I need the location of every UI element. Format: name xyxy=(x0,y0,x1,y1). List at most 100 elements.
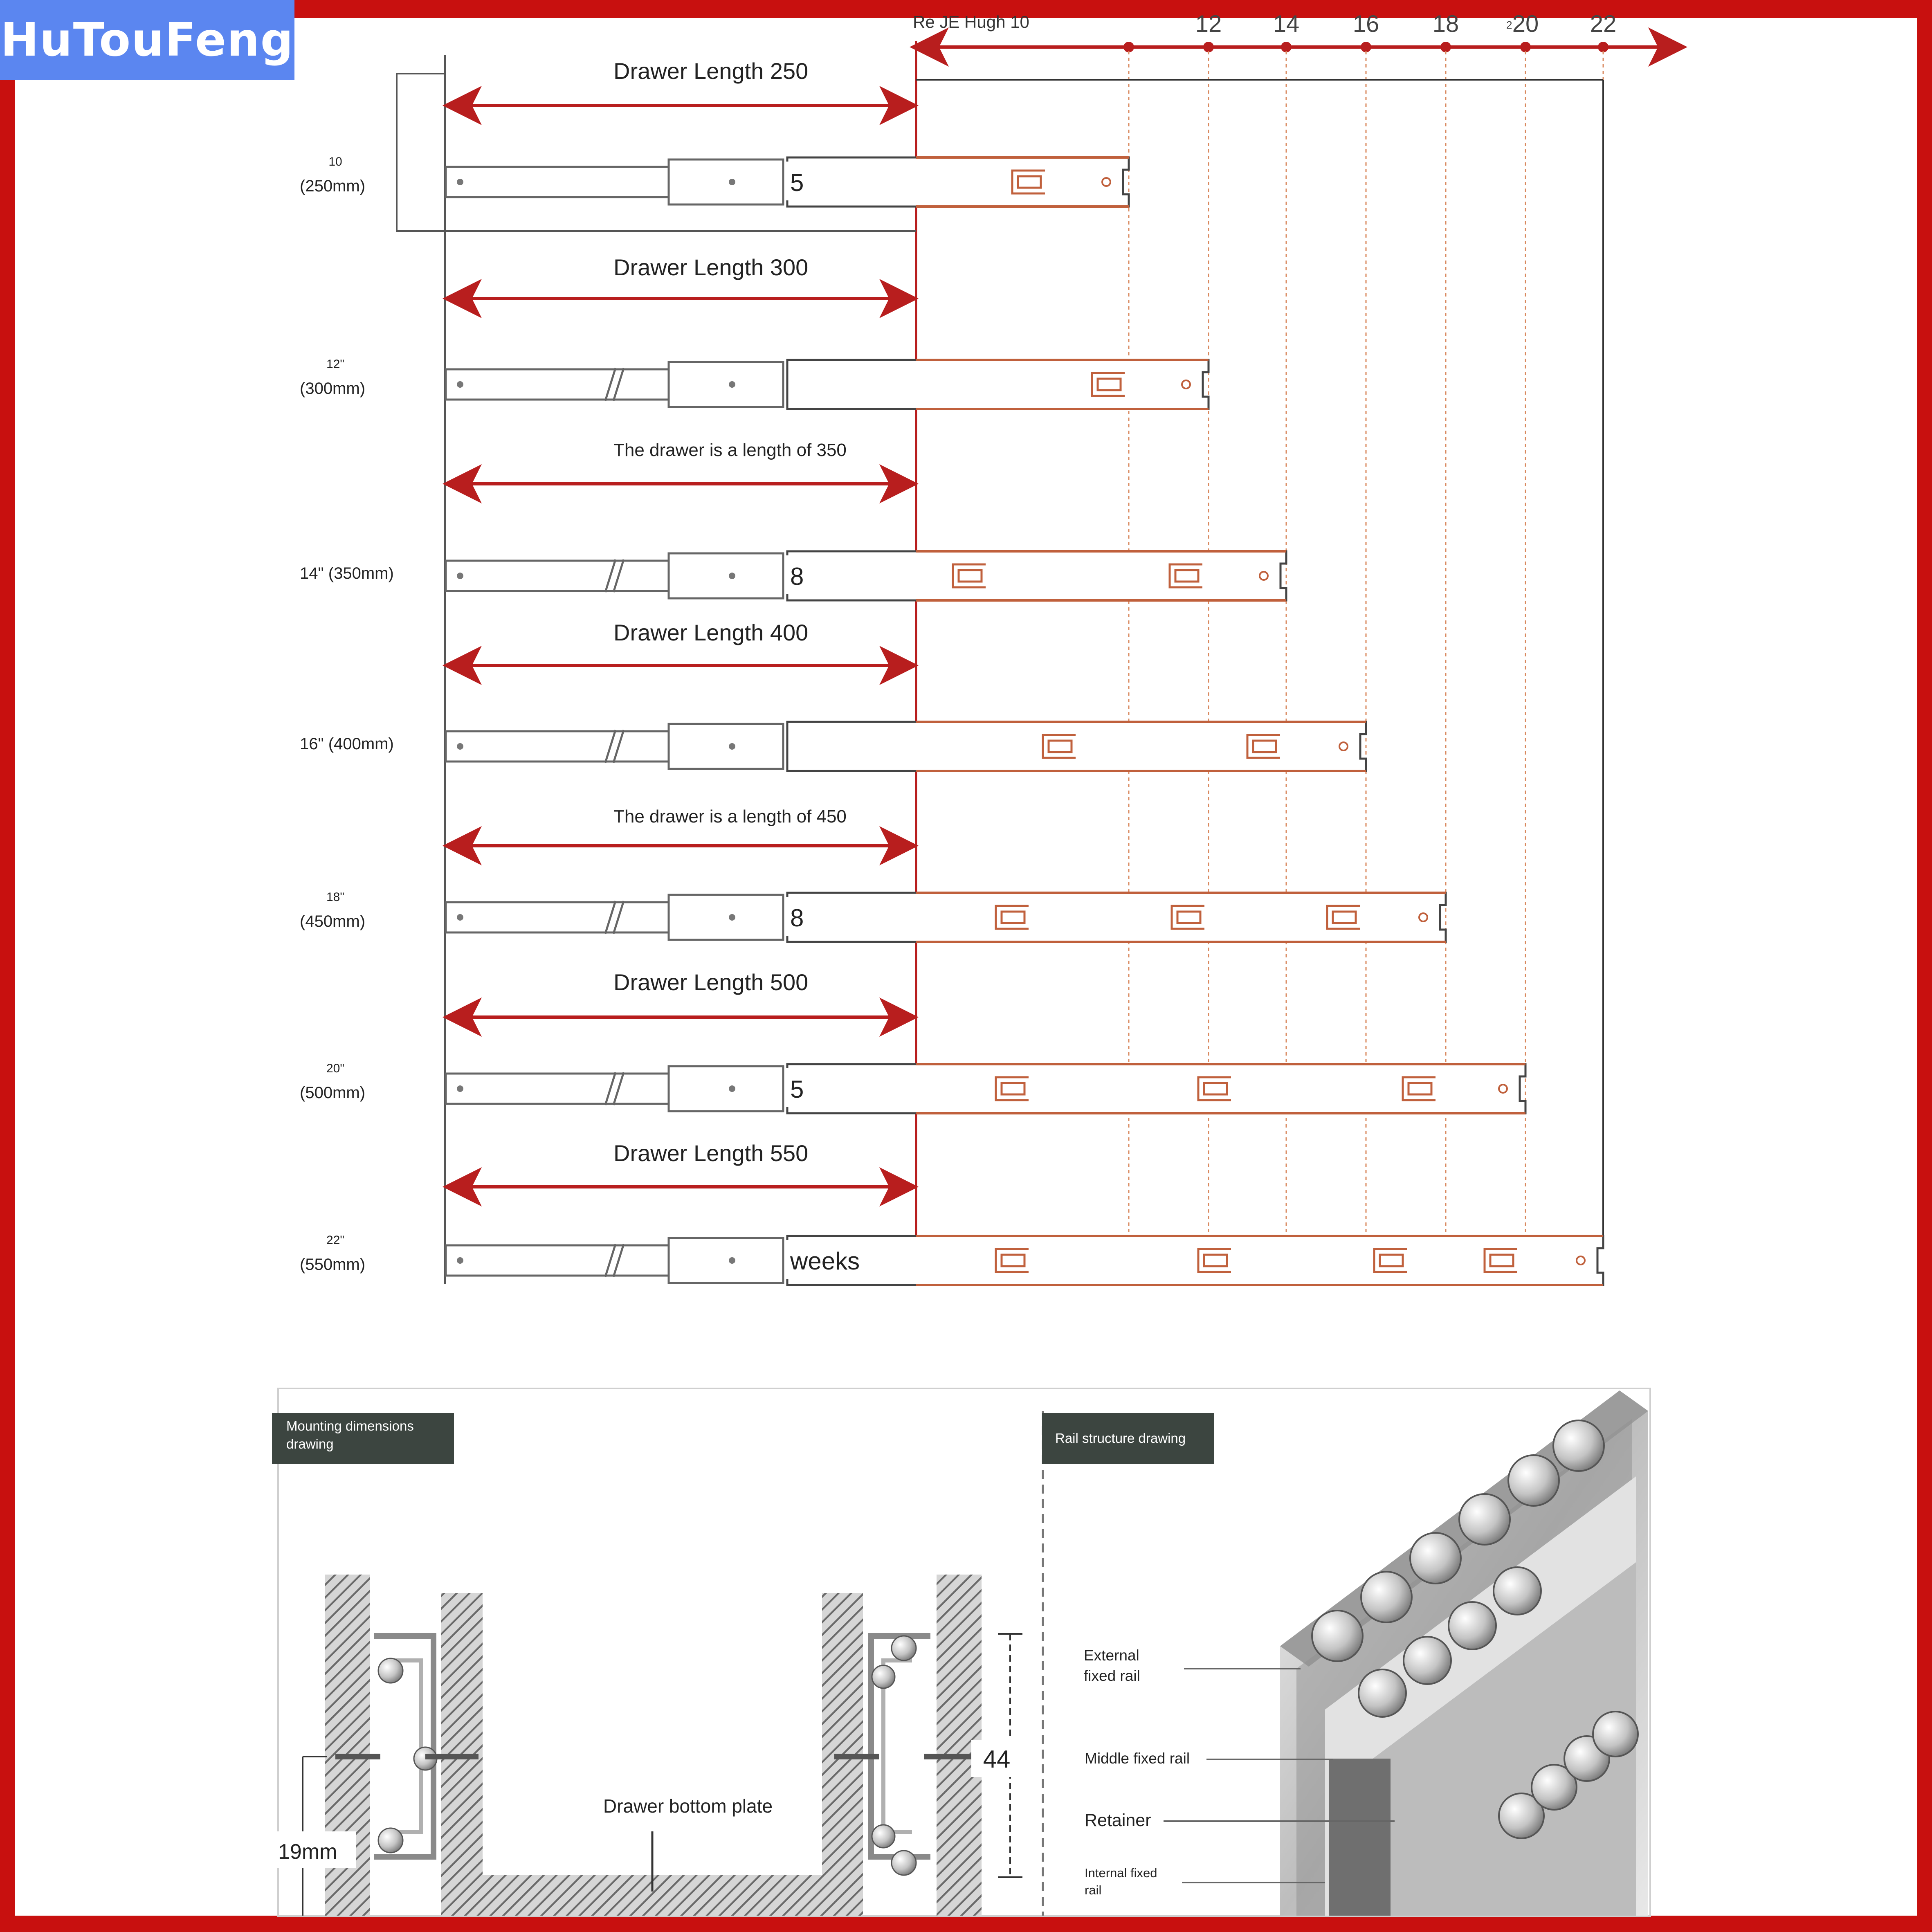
bottom-dimension-box xyxy=(270,1831,356,1868)
mounting-bracket xyxy=(995,1248,1029,1273)
rail-overlay-label: 8 xyxy=(790,904,804,932)
rail-end-hole xyxy=(1576,1256,1586,1265)
rail-hole xyxy=(729,179,735,185)
rail-hole xyxy=(457,743,463,750)
mounting-panel-title-2: drawing xyxy=(286,1436,334,1451)
left-rail-assembly xyxy=(335,1633,479,1860)
label-external-2: fixed rail xyxy=(1084,1667,1140,1684)
ball-bearing xyxy=(1592,1711,1639,1757)
rail-end-hole xyxy=(1339,741,1348,751)
mounting-bracket xyxy=(1168,563,1202,589)
scale-tick-dot xyxy=(1123,42,1134,52)
middle-rail xyxy=(667,158,784,206)
ball-bearing xyxy=(1311,1610,1364,1662)
ball-bearing xyxy=(1403,1636,1452,1685)
scale-tick-superscript: 2 xyxy=(1506,19,1512,31)
mounting-bracket xyxy=(1197,1248,1231,1273)
height-dimension-value: 44 xyxy=(983,1746,1011,1773)
drawer-length-label: The drawer is a length of 450 xyxy=(613,806,847,827)
rail-overlay-box xyxy=(784,1240,874,1279)
rail-break-mark xyxy=(604,559,625,593)
mounting-bracket xyxy=(1326,905,1360,930)
drawer-size-inch: 10 xyxy=(328,155,342,168)
middle-rail xyxy=(667,1065,784,1112)
height-dimension-box xyxy=(971,1740,1022,1777)
drawer-size-mm: (250mm) xyxy=(300,177,365,195)
middle-rail xyxy=(667,361,784,408)
ball-bearing xyxy=(1552,1420,1605,1472)
drawer-rail xyxy=(786,721,1367,772)
ball-bearing xyxy=(1498,1793,1545,1839)
top-scale-title: Re JE Hugh 10 xyxy=(913,12,1029,31)
scale-tick-label: 20 xyxy=(1512,11,1539,37)
ball-bearing xyxy=(1358,1669,1407,1718)
rail-end-hole xyxy=(1101,177,1111,187)
mounting-bracket xyxy=(952,563,986,589)
drawer-bottom-plate-label: Drawer bottom plate xyxy=(603,1795,773,1817)
label-internal-1: Internal fixed xyxy=(1085,1866,1157,1880)
ball-bearing xyxy=(1531,1764,1577,1811)
drawer-size-mm: 14" (350mm) xyxy=(300,564,394,582)
rail-overlay-label: 5 xyxy=(790,1076,804,1103)
rail-hole xyxy=(729,1257,735,1264)
drawer-u-profile xyxy=(441,1593,863,1916)
drawer-rail xyxy=(786,359,1210,410)
middle-rail xyxy=(667,552,784,600)
drawer-rail xyxy=(786,892,1447,943)
label-middle-rail: Middle fixed rail xyxy=(1085,1750,1190,1767)
rail-structure-drawing: Rail structure drawing External fixed ra… xyxy=(1042,1391,1648,1916)
rail-overlay-box xyxy=(784,162,813,200)
rail-end-hole xyxy=(1498,1084,1508,1094)
brand-badge: HuTouFeng xyxy=(0,0,294,80)
drawer-size-mm: 16" (400mm) xyxy=(300,735,394,753)
rail-hole xyxy=(729,381,735,388)
scale-tick-dot xyxy=(1203,42,1214,52)
rail-end-hole xyxy=(1181,380,1191,389)
drawer-size-inch: 20" xyxy=(326,1062,344,1075)
rail-hole xyxy=(729,743,735,750)
scale-tick-dot xyxy=(1361,42,1371,52)
drawer-rail xyxy=(786,1235,1604,1286)
drawer-size-inch: 22" xyxy=(326,1233,344,1247)
drawer-length-label: Drawer Length 300 xyxy=(613,254,808,280)
mounting-bracket xyxy=(995,1076,1029,1101)
rail-hole xyxy=(457,1085,463,1092)
rail-overlay-label: 8 xyxy=(790,563,804,590)
rail-break-mark xyxy=(604,901,625,934)
rail-hole xyxy=(457,179,463,185)
rail-break-mark xyxy=(604,730,625,763)
rail-hole xyxy=(457,381,463,388)
first-drawer-bracket xyxy=(396,73,916,232)
scale-tick-label: 14 xyxy=(1273,11,1300,37)
rail-overlay-box xyxy=(784,897,813,936)
ball-bearing xyxy=(1448,1601,1497,1650)
rail-break-mark xyxy=(604,1244,625,1277)
right-rail-assembly xyxy=(834,1633,973,1876)
rail-ball-bearings xyxy=(1311,1420,1639,1839)
drawer-length-label: The drawer is a length of 350 xyxy=(613,440,847,460)
drawer-length-label: Drawer Length 500 xyxy=(613,969,808,995)
mounting-bracket xyxy=(1170,905,1204,930)
drawer-rail xyxy=(786,550,1287,602)
rail-hole xyxy=(457,914,463,921)
drawer-rail xyxy=(786,1063,1527,1114)
drawer-size-mm: (550mm) xyxy=(300,1256,365,1274)
rail-hole xyxy=(729,1085,735,1092)
drawer-row: The drawer is a length of 350 14" (350mm)… xyxy=(300,440,1287,602)
drawer-size-inch: 12" xyxy=(326,357,344,371)
ball-bearing xyxy=(1360,1571,1413,1623)
mounting-bracket xyxy=(1197,1076,1231,1101)
ball-bearing xyxy=(1409,1532,1462,1584)
mounting-bracket xyxy=(995,905,1029,930)
scale-tick-dot xyxy=(1440,42,1451,52)
rail-end-hole xyxy=(1418,912,1428,922)
rail-overlay-label: 5 xyxy=(790,169,804,196)
mounting-drawing: Mounting dimensions drawing xyxy=(270,1413,1022,1916)
scale-tick-dot xyxy=(1598,42,1609,52)
rail-overlay-box xyxy=(784,555,813,594)
